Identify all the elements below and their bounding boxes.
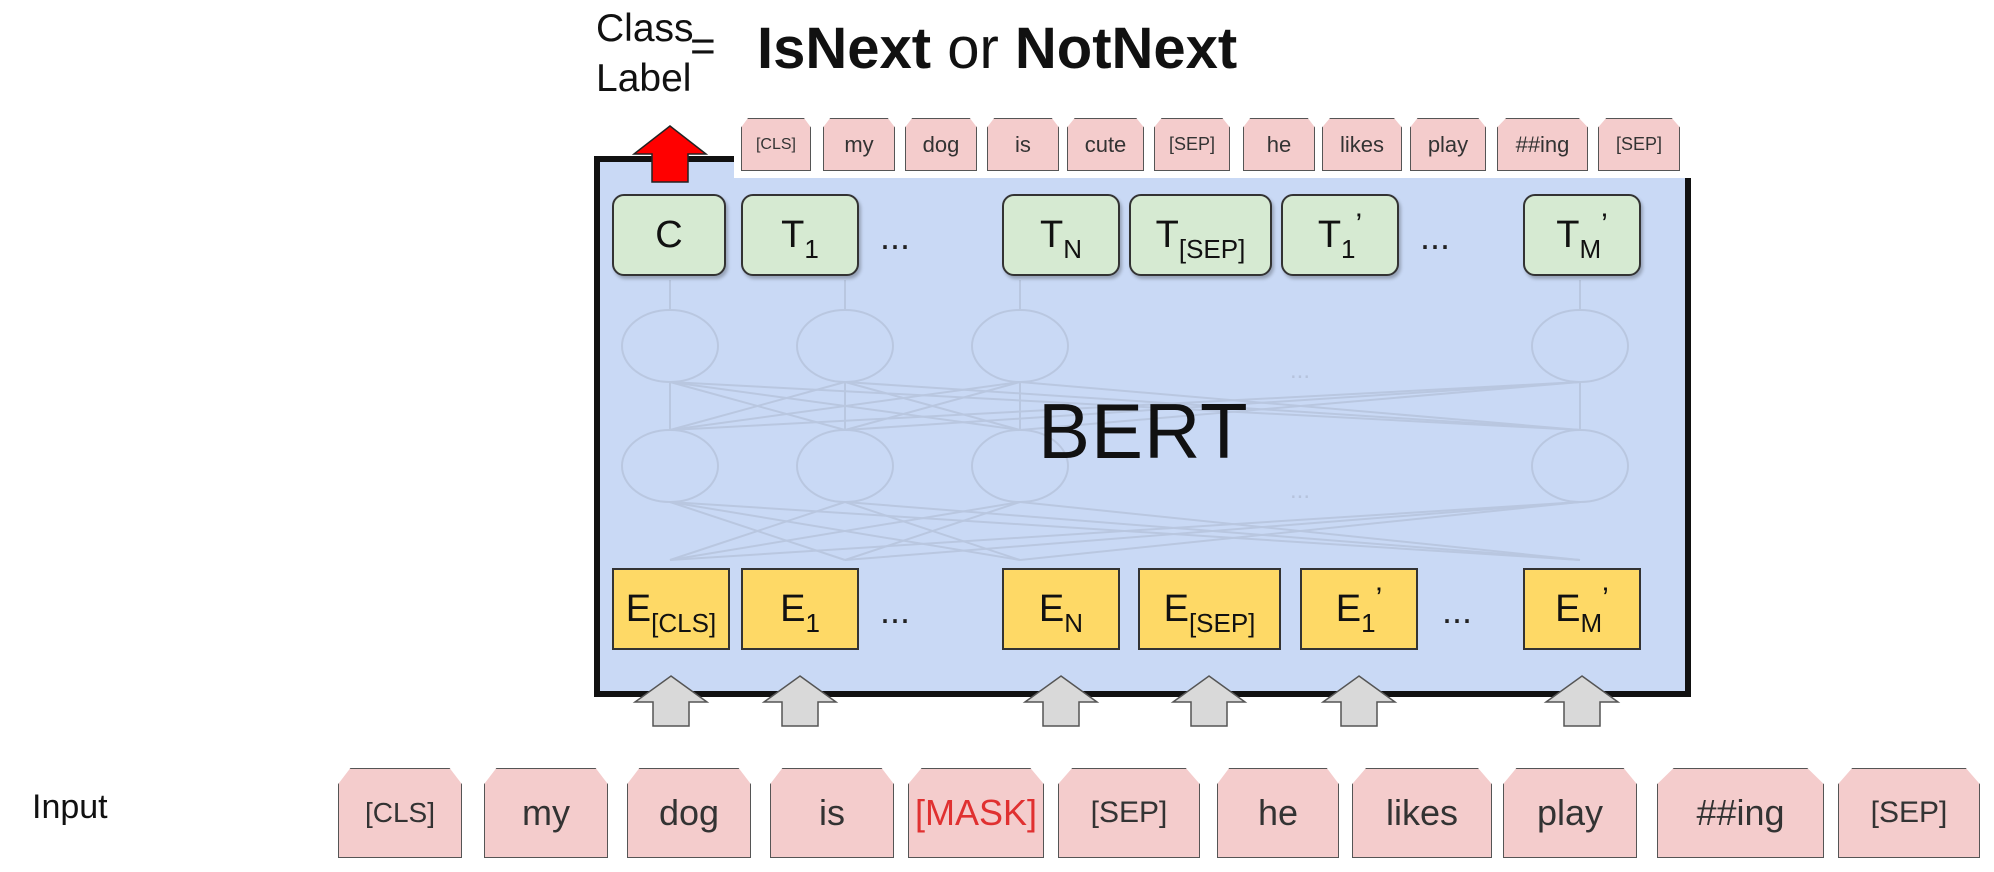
top-token: my xyxy=(823,118,895,171)
top-token: dog xyxy=(905,118,977,171)
embedding-ellipsis-1: ... xyxy=(880,590,911,631)
input-arrow-icon xyxy=(1543,675,1621,727)
network-node xyxy=(796,309,894,383)
embedding-ellipsis-2: ... xyxy=(1442,590,1473,631)
input-label: Input xyxy=(32,788,108,826)
input-token: [SEP] xyxy=(1058,768,1200,858)
embedding-esep: E[SEP] xyxy=(1138,568,1281,650)
network-node xyxy=(971,309,1069,383)
top-token: likes xyxy=(1322,118,1402,171)
network-node xyxy=(796,429,894,503)
network-node xyxy=(621,309,719,383)
class-label-caption: Class Label xyxy=(596,4,694,104)
equals-sign: = xyxy=(690,22,716,71)
input-token: my xyxy=(484,768,608,858)
input-token: likes xyxy=(1352,768,1492,858)
top-token: play xyxy=(1410,118,1486,171)
input-token: he xyxy=(1217,768,1339,858)
input-token: play xyxy=(1503,768,1637,858)
output-ellipsis-1: ... xyxy=(880,216,911,257)
input-arrow-icon xyxy=(1170,675,1248,727)
input-arrow-icon xyxy=(1320,675,1398,727)
output-tsep: T[SEP] xyxy=(1129,194,1272,276)
input-token: dog xyxy=(627,768,751,858)
network-node xyxy=(621,429,719,503)
class-label-line-1: Class xyxy=(596,7,694,50)
input-token: is xyxy=(770,768,894,858)
input-arrows xyxy=(632,675,1621,727)
bert-title: BERT xyxy=(1038,387,1249,475)
top-token: [CLS] xyxy=(741,118,811,171)
top-token: [SEP] xyxy=(1154,118,1230,171)
top-token: [SEP] xyxy=(1598,118,1680,171)
embedding-ecls: E[CLS] xyxy=(612,568,730,650)
top-token: he xyxy=(1243,118,1315,171)
input-token: ##ing xyxy=(1657,768,1824,858)
input-token: [SEP] xyxy=(1838,768,1980,858)
input-arrow-icon xyxy=(1022,675,1100,727)
faint-ellipsis-lower: ... xyxy=(1290,477,1310,504)
input-token: [CLS] xyxy=(338,768,462,858)
network-node xyxy=(1531,429,1629,503)
isnext-label: IsNext xyxy=(757,16,932,81)
prediction-heading: IsNext or NotNext xyxy=(757,14,1237,84)
input-arrow-icon xyxy=(632,675,710,727)
input-token-masked: [MASK] xyxy=(908,768,1044,858)
top-token: is xyxy=(987,118,1059,171)
output-ellipsis-2: ... xyxy=(1420,216,1451,257)
faint-ellipsis-upper: ... xyxy=(1290,357,1310,384)
network-node xyxy=(1531,309,1629,383)
class-label-line-2: Label xyxy=(596,57,692,100)
transformer-network-diagram: ... ... xyxy=(621,280,1629,561)
or-connector: or xyxy=(931,16,1015,81)
top-token: ##ing xyxy=(1497,118,1588,171)
input-arrow-icon xyxy=(761,675,839,727)
output-c: C xyxy=(612,194,726,276)
notnext-label: NotNext xyxy=(1014,16,1238,81)
top-token: cute xyxy=(1067,118,1144,171)
class-label-arrow-icon xyxy=(631,125,709,183)
